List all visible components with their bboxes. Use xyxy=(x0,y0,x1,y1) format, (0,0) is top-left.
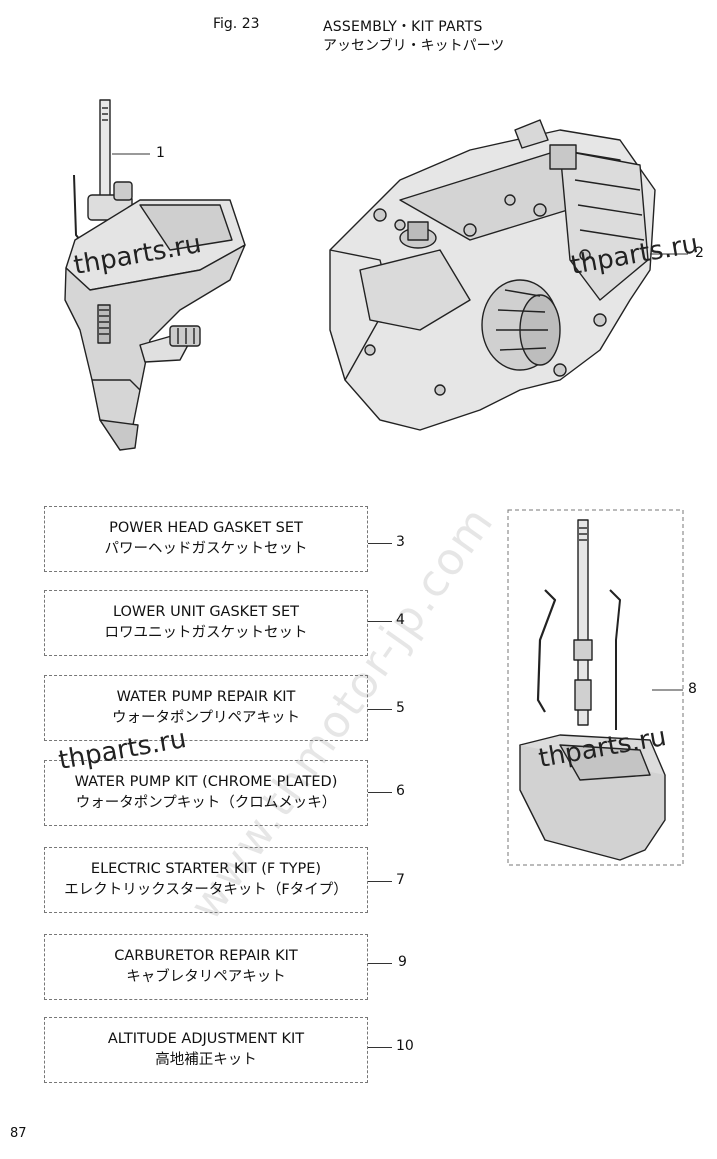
kit-name-japanese: ウォータポンプリペアキット xyxy=(111,710,301,726)
kit-name-english: ALTITUDE ADJUSTMENT KIT xyxy=(107,1031,305,1047)
kit-name-english: ELECTRIC STARTER KIT (F TYPE) xyxy=(90,861,322,877)
callout-4: 4 xyxy=(396,612,405,628)
lower-unit-illustration xyxy=(64,99,246,451)
figure-label: Fig. 23 xyxy=(213,16,260,32)
kit-box-power-head-gasket-set: POWER HEAD GASKET SET パワーヘッドガスケットセット xyxy=(44,506,368,572)
page-number: 87 xyxy=(10,1126,27,1141)
upper-casing-kit-illustration xyxy=(519,519,666,861)
kit-box-lower-unit-gasket-set: LOWER UNIT GASKET SET ロワユニットガスケットセット xyxy=(44,590,368,656)
leader-line-10 xyxy=(368,1047,392,1048)
kit-box-altitude-adjustment-kit: ALTITUDE ADJUSTMENT KIT 高地補正キット xyxy=(44,1017,368,1083)
callout-2: 2 xyxy=(695,245,704,261)
callout-5: 5 xyxy=(396,700,405,716)
kit-name-english: WATER PUMP KIT (CHROME PLATED) xyxy=(74,774,338,790)
kit-name-english: WATER PUMP REPAIR KIT xyxy=(116,689,296,705)
kit-name-japanese: パワーヘッドガスケットセット xyxy=(104,541,308,557)
callout-3: 3 xyxy=(396,534,405,550)
page-title-english: ASSEMBLY・KIT PARTS xyxy=(323,19,483,35)
kit-name-english: POWER HEAD GASKET SET xyxy=(109,520,303,536)
leader-line-6 xyxy=(368,792,392,793)
leader-line-5 xyxy=(368,709,392,710)
callout-7: 7 xyxy=(396,872,405,888)
kit-box-carburetor-repair-kit: CARBURETOR REPAIR KIT キャブレタリペアキット xyxy=(44,934,368,1000)
page-title-japanese: アッセンブリ・キットパーツ xyxy=(323,38,505,54)
kit-name-japanese: キャブレタリペアキット xyxy=(126,969,286,985)
kit-name-japanese: エレクトリックスタータキット（Fタイプ） xyxy=(64,882,348,898)
callout-1: 1 xyxy=(156,145,165,161)
kit-box-water-pump-kit-chrome-plated: WATER PUMP KIT (CHROME PLATED) ウォータポンプキッ… xyxy=(44,760,368,826)
kit-box-water-pump-repair-kit: WATER PUMP REPAIR KIT ウォータポンプリペアキット xyxy=(44,675,368,741)
kit-box-electric-starter-kit: ELECTRIC STARTER KIT (F TYPE) エレクトリックスター… xyxy=(44,847,368,913)
callout-10: 10 xyxy=(396,1038,414,1054)
leader-line-4 xyxy=(368,621,392,622)
kit-name-japanese: 高地補正キット xyxy=(155,1052,257,1068)
leader-line-7 xyxy=(368,881,392,882)
power-head-illustration xyxy=(329,119,656,431)
callout-9: 9 xyxy=(398,954,407,970)
kit-name-japanese: ウォータポンプキット（クロムメッキ） xyxy=(75,795,337,811)
kit-8-frame xyxy=(507,509,684,866)
callout-8: 8 xyxy=(688,681,697,697)
leader-line-9 xyxy=(368,963,392,964)
leader-line-3 xyxy=(368,543,392,544)
kit-name-english: LOWER UNIT GASKET SET xyxy=(112,604,300,620)
callout-6: 6 xyxy=(396,783,405,799)
kit-name-english: CARBURETOR REPAIR KIT xyxy=(114,948,298,964)
kit-name-japanese: ロワユニットガスケットセット xyxy=(104,625,308,641)
